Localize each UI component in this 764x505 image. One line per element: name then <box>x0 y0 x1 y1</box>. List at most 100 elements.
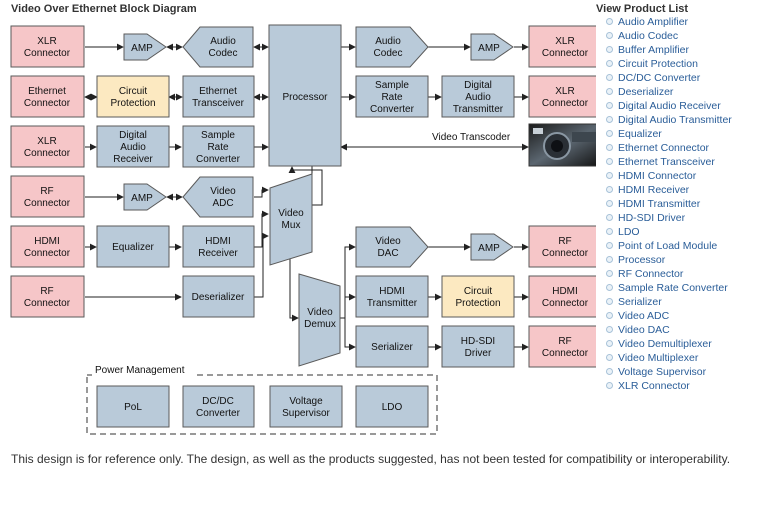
product-link-label[interactable]: HDMI Transmitter <box>618 198 701 210</box>
rf-connector-out-2[interactable] <box>528 325 596 368</box>
bullet-icon <box>606 214 613 221</box>
product-link-label[interactable]: Processor <box>618 254 666 266</box>
voltage-supervisor[interactable] <box>269 385 343 428</box>
product-link-label[interactable]: Audio Amplifier <box>618 16 689 28</box>
video-demux[interactable] <box>298 273 341 367</box>
product-link-label[interactable]: Sample Rate Converter <box>618 282 728 294</box>
sample-rate-converter-2[interactable] <box>355 75 429 118</box>
product-link[interactable]: Audio Amplifier <box>603 15 732 29</box>
audio-codec-in[interactable] <box>182 26 254 68</box>
product-link-label[interactable]: Video DAC <box>618 324 670 336</box>
amp-1[interactable] <box>123 33 167 61</box>
product-link[interactable]: Serializer <box>603 295 732 309</box>
product-link[interactable]: Video DAC <box>603 323 732 337</box>
hdmi-transmitter[interactable] <box>355 275 429 318</box>
product-link[interactable]: HDMI Receiver <box>603 183 732 197</box>
product-link-label[interactable]: Deserializer <box>618 86 674 98</box>
circuit-protection-2[interactable] <box>441 275 515 318</box>
product-link-label[interactable]: Circuit Protection <box>618 58 698 70</box>
product-link-label[interactable]: Voltage Supervisor <box>618 366 707 378</box>
video-camera-image[interactable] <box>528 123 596 167</box>
product-link[interactable]: Voltage Supervisor <box>603 365 732 379</box>
product-link-label[interactable]: Video Multiplexer <box>618 352 699 364</box>
amp-4[interactable] <box>470 233 514 261</box>
bullet-icon <box>606 340 613 347</box>
point-of-load[interactable] <box>96 385 170 428</box>
product-link[interactable]: Point of Load Module <box>603 239 732 253</box>
product-link-label[interactable]: Buffer Amplifier <box>618 44 690 56</box>
amp-4-label: AMP <box>478 243 500 254</box>
digital-audio-receiver[interactable] <box>96 125 170 168</box>
video-adc[interactable] <box>182 176 254 218</box>
hd-sdi-driver[interactable] <box>441 325 515 368</box>
product-link[interactable]: HDMI Connector <box>603 169 732 183</box>
video-dac[interactable] <box>355 226 429 268</box>
product-link[interactable]: Video Demultiplexer <box>603 337 732 351</box>
hdmi-connector-out[interactable] <box>528 275 596 318</box>
product-link[interactable]: Ethernet Transceiver <box>603 155 732 169</box>
product-link[interactable]: DC/DC Converter <box>603 71 732 85</box>
rf-connector-out-1[interactable] <box>528 225 596 268</box>
product-link-label[interactable]: Digital Audio Receiver <box>618 100 721 112</box>
product-link-label[interactable]: HD-SDI Driver <box>618 212 686 224</box>
product-link[interactable]: LDO <box>603 225 732 239</box>
product-link-label[interactable]: XLR Connector <box>618 380 690 392</box>
dc-dc-converter[interactable] <box>182 385 255 428</box>
hdmi-receiver[interactable] <box>182 225 255 268</box>
product-link-label[interactable]: RF Connector <box>618 268 684 280</box>
product-link-label[interactable]: Ethernet Connector <box>618 142 710 154</box>
amp-3[interactable] <box>470 33 514 61</box>
product-link-label[interactable]: Digital Audio Transmitter <box>618 114 732 126</box>
product-link[interactable]: XLR Connector <box>603 379 732 393</box>
product-link[interactable]: Circuit Protection <box>603 57 732 71</box>
disclaimer-text: This design is for reference only. The d… <box>11 452 731 466</box>
product-link-label[interactable]: Video ADC <box>618 310 670 322</box>
audio-codec-out[interactable] <box>355 26 429 68</box>
circuit-protection-1[interactable] <box>96 75 170 118</box>
xlr-connector-in-1[interactable] <box>10 25 85 68</box>
product-link-label[interactable]: HDMI Receiver <box>618 184 690 196</box>
ethernet-connector[interactable] <box>10 75 85 118</box>
xlr-connector-out-2[interactable] <box>528 75 596 118</box>
xlr-connector-out-1[interactable] <box>528 25 596 68</box>
hdmi-connector-in[interactable] <box>10 225 85 268</box>
deserializer[interactable] <box>182 275 255 318</box>
rf-connector-in-1[interactable] <box>10 175 85 218</box>
product-link[interactable]: Equalizer <box>603 127 732 141</box>
product-link-label[interactable]: DC/DC Converter <box>618 72 701 84</box>
video-mux[interactable] <box>269 173 313 266</box>
product-link[interactable]: HD-SDI Driver <box>603 211 732 225</box>
product-link[interactable]: Ethernet Connector <box>603 141 732 155</box>
product-link[interactable]: Buffer Amplifier <box>603 43 732 57</box>
rf-connector-in-2[interactable] <box>10 275 85 318</box>
product-link[interactable]: Digital Audio Transmitter <box>603 113 732 127</box>
ldo[interactable] <box>355 385 429 428</box>
product-link-label[interactable]: Video Demultiplexer <box>618 338 712 350</box>
product-link-label[interactable]: Ethernet Transceiver <box>618 156 715 168</box>
product-link-label[interactable]: Equalizer <box>618 128 662 140</box>
product-link[interactable]: HDMI Transmitter <box>603 197 732 211</box>
xlr-connector-in-2[interactable] <box>10 125 85 168</box>
equalizer[interactable] <box>96 225 170 268</box>
product-link[interactable]: Digital Audio Receiver <box>603 99 732 113</box>
product-link-label[interactable]: Audio Codec <box>618 30 679 42</box>
product-link[interactable]: Audio Codec <box>603 29 732 43</box>
product-link[interactable]: Deserializer <box>603 85 732 99</box>
product-link[interactable]: Sample Rate Converter <box>603 281 732 295</box>
product-link[interactable]: Video Multiplexer <box>603 351 732 365</box>
ethernet-transceiver[interactable] <box>182 75 255 118</box>
product-link[interactable]: RF Connector <box>603 267 732 281</box>
product-link-label[interactable]: HDMI Connector <box>618 170 697 182</box>
product-link-label[interactable]: LDO <box>618 226 640 238</box>
digital-audio-transmitter[interactable] <box>441 75 515 118</box>
amp-2[interactable] <box>123 183 167 211</box>
product-link[interactable]: Video ADC <box>603 309 732 323</box>
product-link-label[interactable]: Serializer <box>618 296 662 308</box>
serializer[interactable] <box>355 325 429 368</box>
product-link[interactable]: Processor <box>603 253 732 267</box>
processor[interactable] <box>268 24 342 167</box>
sample-rate-converter-1[interactable] <box>182 125 255 168</box>
product-link-label[interactable]: Point of Load Module <box>618 240 718 252</box>
